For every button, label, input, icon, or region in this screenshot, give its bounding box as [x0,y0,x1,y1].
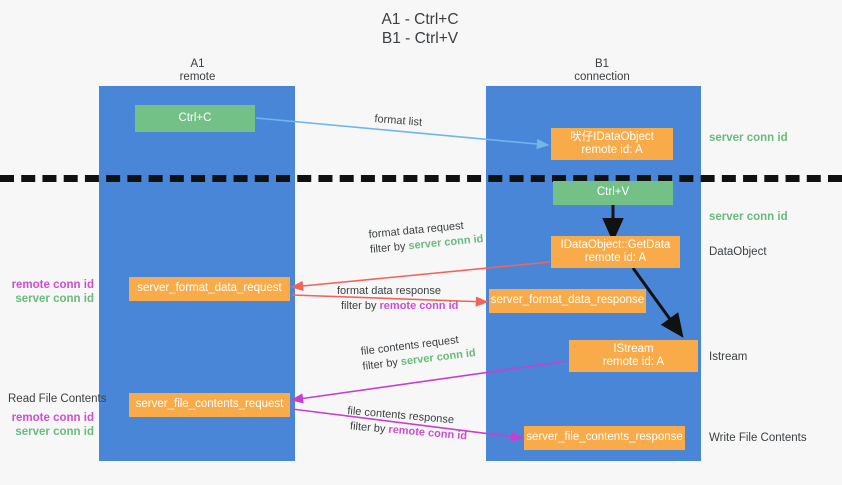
node-ctrl-c[interactable]: Ctrl+C [135,105,255,132]
edge-format-data-response [291,294,489,307]
column-b1-role: connection [574,71,630,83]
right-label-istream-text: Istream [709,351,748,363]
column-b1-name: B1 [594,58,610,70]
edge-label-format-data-request-filter-prefix: filter by [369,240,410,256]
page-title-line-2: B1 - Ctrl+V [381,30,459,47]
edge-label-format-data-response-filter-key: remote conn id [379,300,459,312]
right-label-server-conn-id-top: server conn id [709,131,788,145]
node-ctrl-v-label: Ctrl+V [596,186,630,199]
right-label-write-file-contents-text: Write File Contents [709,432,807,444]
node-server-format-data-response-label: server_format_data_response [490,294,645,307]
right-label-write-file-contents: Write File Contents [709,431,807,445]
left-label-server-conn-id-2: server conn id [15,426,94,438]
node-ctrl-v[interactable]: Ctrl+V [553,181,673,205]
left-label-conn-ids-format: remote conn id server conn id [10,278,94,306]
edge-label-file-contents-response-filter-prefix: filter by [349,420,389,436]
node-idataobject-title: 吠仔IDataObject [570,130,654,143]
edge-getdata-to-istream [631,267,684,338]
column-header-a1: A1 remote [140,58,255,84]
node-idataobject-getdata[interactable]: IDataObject::GetData remote id: A [551,236,680,268]
node-server-format-data-response[interactable]: server_format_data_response [489,289,646,313]
edge-label-format-data-response: format data response filter by remote co… [337,284,458,314]
page-title: A1 - Ctrl+C B1 - Ctrl+V [250,10,590,48]
edge-label-format-data-response-line1: format data response [337,285,441,297]
edge-file-contents-response [291,408,524,442]
node-server-file-contents-response[interactable]: server_file_contents_response [524,426,685,450]
node-idataobject-subtitle: remote id: A [581,144,643,156]
column-header-b1: B1 connection [538,58,666,84]
left-label-conn-ids-file: remote conn id server conn id [10,411,94,439]
node-getdata-subtitle: remote id: A [584,252,647,264]
right-label-dataobject: DataObject [709,245,767,259]
column-a1-role: remote [179,71,216,83]
left-label-read-file-contents-text: Read File Contents [8,393,107,405]
edge-file-contents-request [290,360,569,404]
right-label-server-conn-id-mid: server conn id [709,210,788,224]
edge-label-file-contents-request-filter-prefix: filter by [361,356,402,373]
left-label-remote-conn-id-1: remote conn id [11,279,94,291]
column-a1-name: A1 [190,58,205,70]
node-idataobject[interactable]: 吠仔IDataObject remote id: A [551,128,673,160]
right-label-dataobject-text: DataObject [709,246,767,258]
left-label-remote-conn-id-2: remote conn id [11,412,94,424]
page-title-line-1: A1 - Ctrl+C [381,11,459,28]
edge-format-list [255,117,550,150]
edge-label-format-list-text: format list [373,112,423,129]
right-label-server-conn-id-mid-text: server conn id [709,211,788,223]
node-server-file-contents-response-label: server_file_contents_response [526,431,683,444]
left-label-read-file-contents: Read File Contents [8,392,106,406]
node-server-format-data-request-label: server_format_data_request [137,282,282,295]
phase-divider [0,175,842,182]
node-getdata-title: IDataObject::GetData [560,238,671,251]
node-server-file-contents-request-label: server_file_contents_request [135,398,284,411]
edge-label-format-data-response-line2: filter by remote conn id [337,299,458,314]
left-label-server-conn-id-1: server conn id [15,293,94,305]
edge-format-data-request [290,261,551,292]
edge-label-format-data-response-filter-prefix: filter by [341,300,380,312]
node-server-file-contents-request[interactable]: server_file_contents_request [129,393,290,417]
node-ctrl-c-label: Ctrl+C [178,111,212,124]
node-istream-title: IStream [613,342,654,355]
node-server-format-data-request[interactable]: server_format_data_request [129,277,290,301]
node-istream-subtitle: remote id: A [602,356,665,368]
right-label-server-conn-id-top-text: server conn id [709,132,788,144]
right-label-istream: Istream [709,350,747,364]
node-istream[interactable]: IStream remote id: A [569,340,698,372]
